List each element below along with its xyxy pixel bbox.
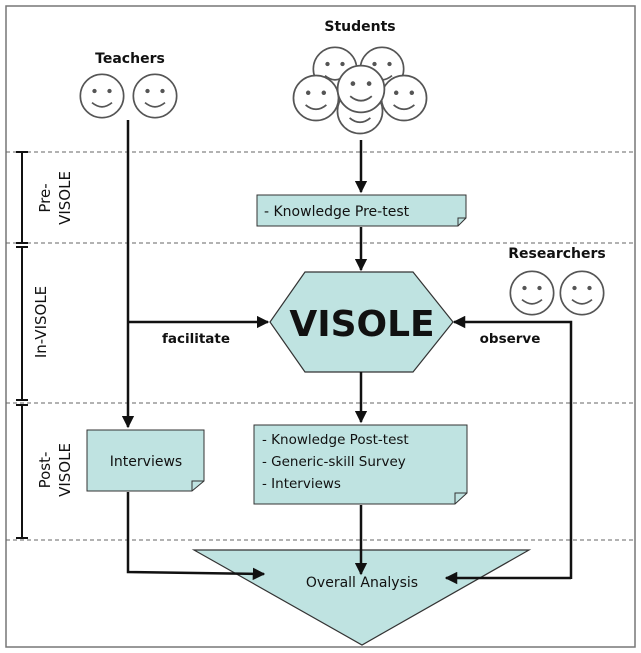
teachers-label: Teachers (95, 51, 165, 67)
overall-analysis-label: Overall Analysis (306, 575, 418, 591)
post-item-interviews: - Interviews (262, 476, 341, 492)
teacher-smiley-icon (79, 73, 125, 119)
pretest-label: - Knowledge Pre-test (264, 204, 410, 220)
teacher-interviews-box: Interviews (86, 429, 205, 492)
student-smiley-icon (292, 74, 340, 122)
phase-pre-label-line1: Pre- (36, 183, 54, 212)
arrow-interviews-to-analysis (126, 492, 266, 581)
students-label: Students (324, 19, 395, 35)
post-visole-box: - Knowledge Post-test - Generic-skill Su… (253, 424, 468, 505)
phase-post-label-line1: Post- (36, 452, 54, 489)
phase-pre-label-line2: VISOLE (56, 171, 74, 225)
outer-frame (5, 5, 636, 648)
researchers-label: Researchers (508, 246, 605, 262)
student-smiley-icon (336, 64, 386, 114)
pretest-box: - Knowledge Pre-test (256, 194, 467, 227)
flow-arrows (121, 120, 573, 585)
visole-hexagon: VISOLE (269, 271, 454, 373)
post-item-survey: - Generic-skill Survey (262, 454, 406, 470)
visole-label: VISOLE (289, 304, 434, 345)
facilitate-label: facilitate (162, 331, 230, 347)
observe-label: observe (480, 331, 541, 347)
teacher-smiley-icon (132, 73, 178, 119)
researcher-smiley-icon (509, 270, 555, 316)
researcher-smiley-icon (559, 270, 605, 316)
phase-post-label-line2: VISOLE (56, 443, 74, 497)
phase-brackets (16, 151, 28, 539)
teacher-interviews-label: Interviews (110, 454, 182, 470)
arrow-observe (452, 315, 573, 579)
phase-in-label: In-VISOLE (32, 286, 50, 358)
post-item-knowledge: - Knowledge Post-test (262, 432, 409, 448)
student-smiley-icon (380, 74, 428, 122)
